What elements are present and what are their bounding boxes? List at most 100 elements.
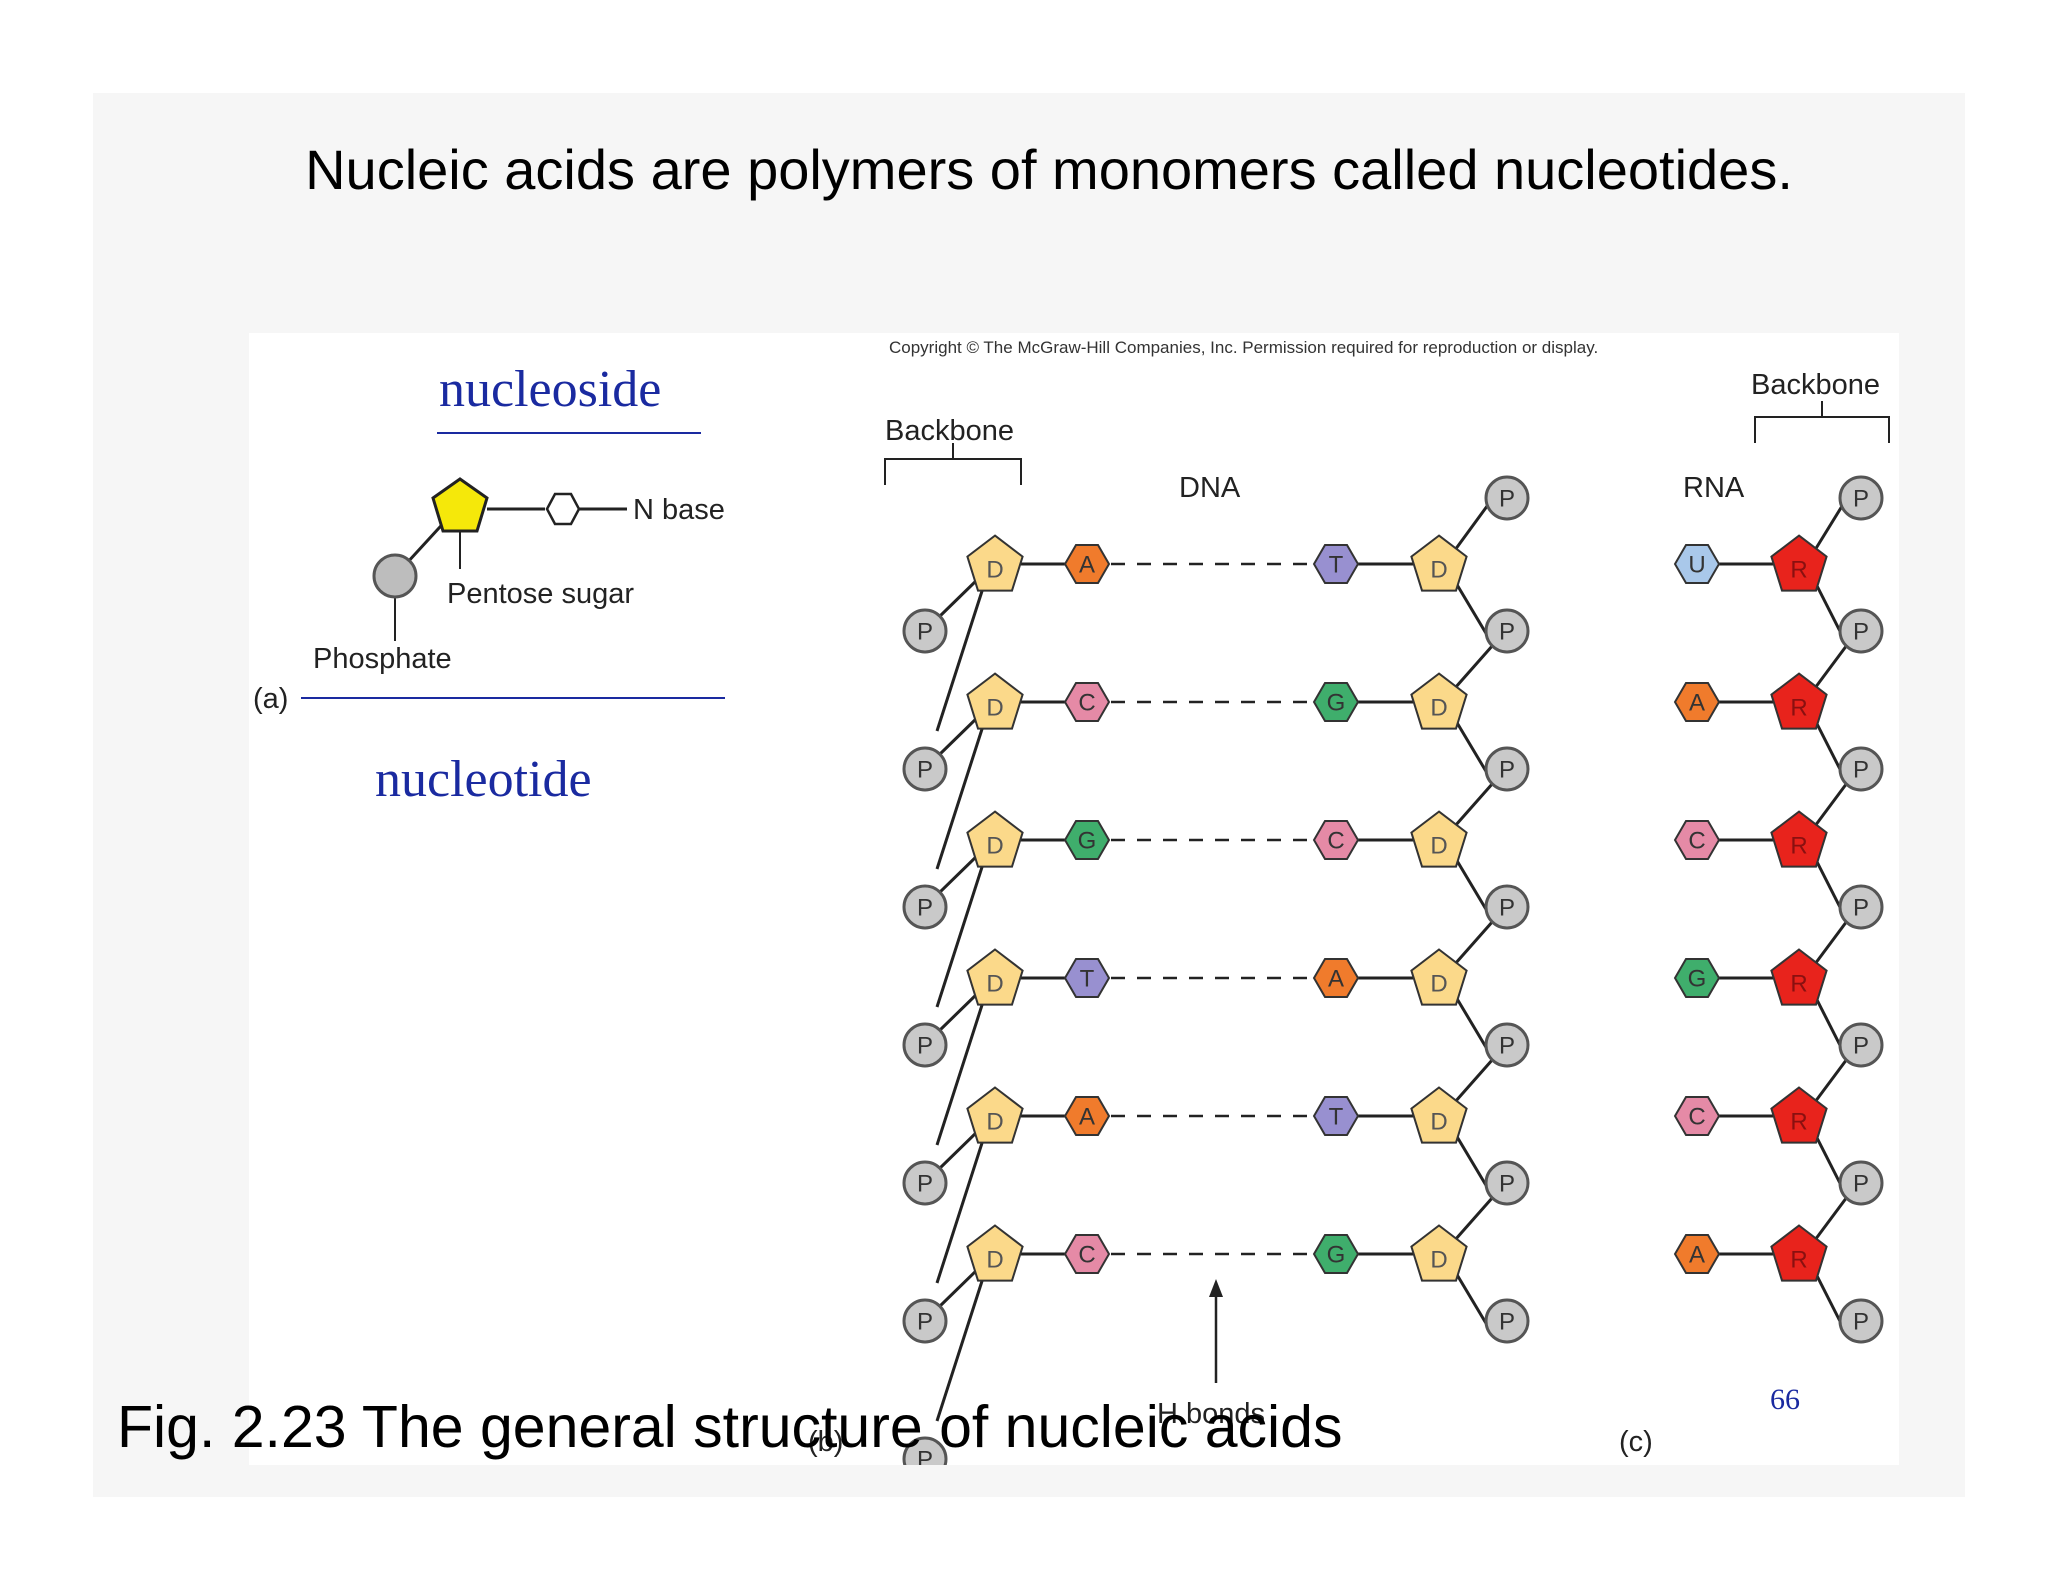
- rna-backbone-bracket: [1754, 401, 1890, 443]
- dna-left-deoxyribose: [966, 672, 1024, 730]
- page-number: 66: [1770, 1383, 1800, 1416]
- rna-bond: [1813, 1196, 1849, 1241]
- dna-left-base-label: A: [1079, 552, 1095, 579]
- dna-left-deoxyribose: [966, 534, 1024, 592]
- rna-backbone-label: Backbone: [1751, 369, 1880, 401]
- dna-left-bond: [937, 714, 981, 757]
- rna-base: [1673, 1234, 1721, 1274]
- dna-title: DNA: [1179, 472, 1241, 504]
- dna-right-base: [1312, 544, 1360, 584]
- dna-left-phosphate-label: P: [917, 1033, 933, 1060]
- dna-left-phosphate: [902, 1298, 948, 1344]
- phosphate-circle: [372, 553, 418, 599]
- dna-left-phosphate-label: P: [917, 757, 933, 784]
- rna-base-label: U: [1688, 552, 1705, 579]
- dna-left-bond: [935, 725, 985, 870]
- rna-base: [1673, 544, 1721, 584]
- nucleotide-label: nucleotide: [375, 751, 592, 808]
- dna-right-phosphate-label: P: [1499, 895, 1515, 922]
- dna-right-bond: [1453, 782, 1495, 827]
- dna-right-deoxyribose-label: D: [1430, 833, 1447, 860]
- rna-ribose-label: R: [1790, 1109, 1807, 1136]
- dna-right-phosphate-label: P: [1499, 1171, 1515, 1198]
- dna-right-bond: [1453, 1058, 1495, 1103]
- dna-left-deoxyribose: [966, 948, 1024, 1006]
- dna-left-base-label: G: [1078, 828, 1097, 855]
- dna-left-bond: [937, 990, 981, 1033]
- dna-left-deoxyribose-label: D: [986, 1247, 1003, 1274]
- dna-left-deoxyribose: [966, 1086, 1024, 1144]
- phosphate-label: Phosphate: [313, 643, 452, 675]
- dna-left-bond: [937, 576, 981, 619]
- h-bonds-arrow-head: [1209, 1279, 1223, 1297]
- dna-right-phosphate: [1484, 746, 1530, 792]
- dna-left-bond: [935, 1001, 985, 1146]
- dna-right-phosphate-label: P: [1499, 1309, 1515, 1336]
- rna-ribose: [1770, 534, 1828, 592]
- rna-ribose-label: R: [1790, 557, 1807, 584]
- rna-ribose: [1770, 948, 1828, 1006]
- h-bonds-label: H bonds: [1157, 1398, 1265, 1430]
- rna-ribose-label: R: [1790, 833, 1807, 860]
- dna-right-base: [1312, 1234, 1360, 1274]
- dna-left-base-label: C: [1078, 690, 1095, 717]
- slide: Nucleic acids are polymers of monomers c…: [93, 93, 1965, 1497]
- dna-left-phosphate-label: P: [917, 1309, 933, 1336]
- rna-bond: [1813, 644, 1849, 689]
- dna-right-deoxyribose-label: D: [1430, 971, 1447, 998]
- rna-phosphate-label: P: [1853, 1309, 1869, 1336]
- dna-left-bond: [935, 1139, 985, 1284]
- dna-right-deoxyribose: [1410, 1224, 1468, 1282]
- dna-left-deoxyribose-label: D: [986, 1109, 1003, 1136]
- rna-base-label: A: [1689, 1242, 1705, 1269]
- rna-bond: [1813, 920, 1849, 965]
- dna-right-base: [1312, 958, 1360, 998]
- dna-left-bond: [935, 587, 985, 732]
- dna-left-base: [1063, 958, 1111, 998]
- dna-right-phosphate-label: P: [1499, 757, 1515, 784]
- dna-left-bond: [937, 1266, 981, 1309]
- rna-ribose-label: R: [1790, 971, 1807, 998]
- dna-right-base: [1312, 820, 1360, 860]
- slide-title: Nucleic acids are polymers of monomers c…: [305, 138, 1793, 201]
- rna-phosphate: [1838, 475, 1884, 521]
- dna-right-phosphate: [1484, 1298, 1530, 1344]
- dna-left-bond: [937, 1128, 981, 1171]
- dna-left-phosphate: [902, 884, 948, 930]
- dna-right-base-label: A: [1328, 966, 1344, 993]
- dna-left-base: [1063, 1234, 1111, 1274]
- rna-ribose-label: R: [1790, 1247, 1807, 1274]
- dna-left-phosphate: [902, 746, 948, 792]
- copyright-notice: Copyright © The McGraw-Hill Companies, I…: [889, 338, 1598, 357]
- dna-left-phosphate-label: P: [917, 1171, 933, 1198]
- dna-right-base: [1312, 682, 1360, 722]
- dna-left-phosphate: [902, 1160, 948, 1206]
- rna-title: RNA: [1683, 472, 1745, 504]
- dna-right-base: [1312, 1096, 1360, 1136]
- rna-phosphate: [1838, 608, 1884, 654]
- rna-bond: [1813, 1058, 1849, 1103]
- panel-c-labels: Backbone RNA (c): [1619, 369, 1890, 1458]
- dna-right-deoxyribose-label: D: [1430, 1247, 1447, 1274]
- dna-right-deoxyribose: [1410, 672, 1468, 730]
- rna-phosphate-label: P: [1853, 757, 1869, 784]
- dna-right-deoxyribose-label: D: [1430, 557, 1447, 584]
- dna-backbone-bracket: [884, 443, 1022, 485]
- dna-right-phosphate: [1484, 884, 1530, 930]
- dna-right-base-label: G: [1327, 690, 1346, 717]
- rna-bond: [1813, 782, 1849, 827]
- dna-right-phosphate: [1484, 475, 1530, 521]
- panel-a: nucleoside nucleotide N base Pentose sug…: [253, 361, 725, 808]
- rna-phosphate-label: P: [1853, 895, 1869, 922]
- dna-right-base-label: C: [1327, 828, 1344, 855]
- dna-backbone-label: Backbone: [885, 415, 1014, 447]
- rna-phosphate: [1838, 746, 1884, 792]
- n-base-label: N base: [633, 494, 725, 526]
- rna-base-label: G: [1688, 966, 1707, 993]
- dna-left-phosphate: [902, 608, 948, 654]
- panel-a-tag: (a): [253, 683, 288, 715]
- dna-left-bond: [937, 852, 981, 895]
- dna-left-deoxyribose-label: D: [986, 971, 1003, 998]
- dna-left-base-label: T: [1080, 966, 1095, 993]
